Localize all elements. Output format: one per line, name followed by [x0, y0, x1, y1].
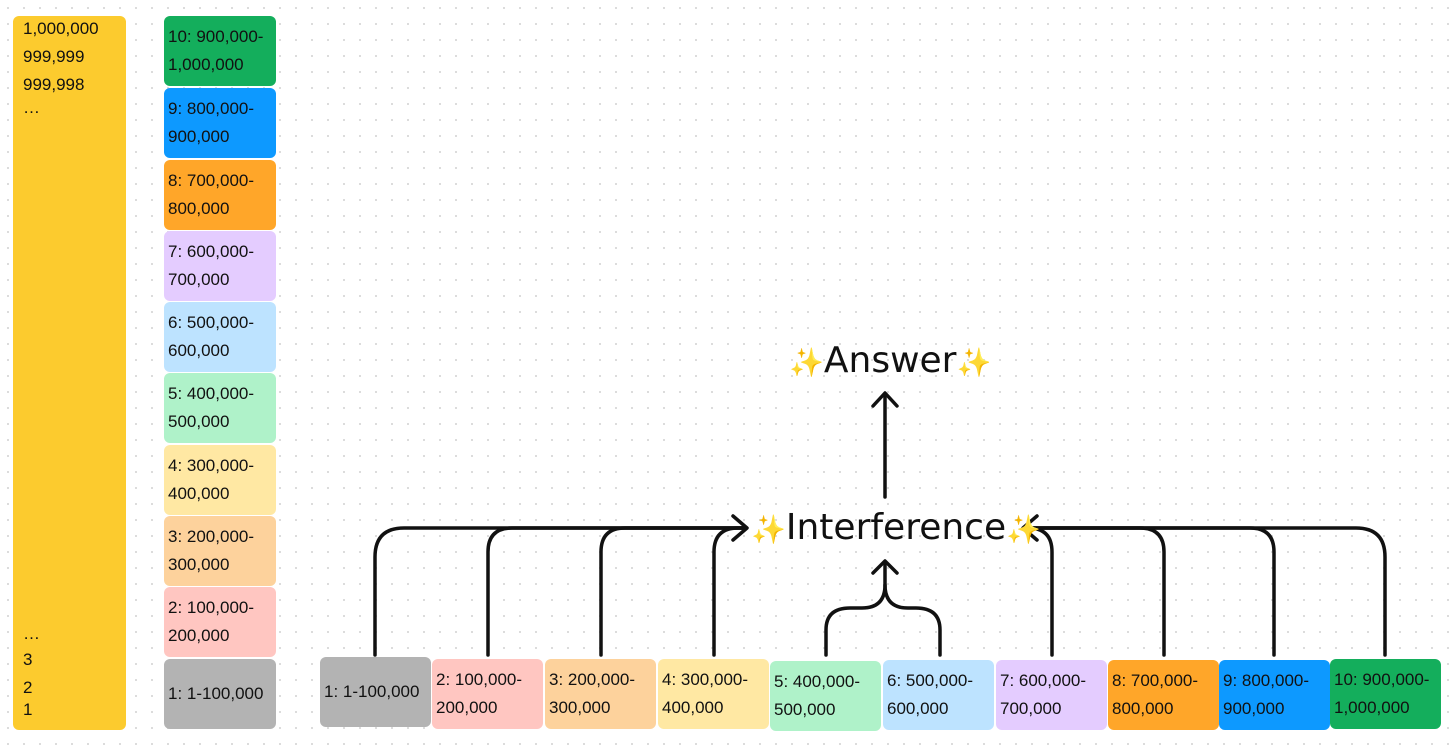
row-chunk-1-line1: 1: 1-100,000 [324, 682, 420, 701]
sparkle-icon: ✨ [1006, 513, 1041, 546]
row-chunk-8-line2: 800,000 [1112, 699, 1174, 718]
list-top-line-1: 1,000,000 [23, 19, 99, 38]
row-chunk-4: 4: 300,000- 400,000 [658, 659, 769, 729]
stack-chunk-4: 4: 300,000- 400,000 [164, 445, 276, 515]
list-bottom-ellipsis: … [23, 624, 40, 643]
row-chunk-6: 6: 500,000- 600,000 [883, 660, 994, 730]
stack-chunk-5: 5: 400,000- 500,000 [164, 373, 276, 443]
stack-chunk-3-line2: 300,000 [168, 555, 230, 574]
stack-chunk-4-line2: 400,000 [168, 484, 230, 503]
stack-chunk-8-line1: 8: 700,000- [168, 171, 255, 190]
row-chunk-9-line1: 9: 800,000- [1223, 671, 1310, 690]
arrowhead-answer [871, 391, 899, 408]
stack-chunk-5-line2: 500,000 [168, 412, 230, 431]
arrow-chunk-4 [712, 526, 747, 657]
row-chunk-7-line1: 7: 600,000- [1000, 671, 1087, 690]
row-chunk-10-line1: 10: 900,000- [1334, 670, 1430, 689]
row-chunk-5-line1: 5: 400,000- [774, 672, 861, 691]
list-bottom-line-1: 1 [23, 700, 33, 719]
sparkle-icon: ✨ [751, 513, 786, 546]
stack-chunk-7-line2: 700,000 [168, 270, 230, 289]
stack-chunk-6-line1: 6: 500,000- [168, 313, 255, 332]
list-bottom-line-3: 3 [23, 650, 33, 669]
arrow-chunk-1 [373, 526, 747, 657]
stack-chunk-7-line1: 7: 600,000- [168, 242, 255, 261]
arrowhead-left [731, 514, 749, 542]
sparkle-icon: ✨ [789, 346, 824, 379]
stack-chunk-8-line2: 800,000 [168, 199, 230, 218]
row-chunk-7: 7: 600,000- 700,000 [996, 660, 1107, 730]
answer-text: Answer [823, 340, 957, 381]
row-chunk-4-line2: 400,000 [662, 698, 724, 717]
row-chunk-3-line1: 3: 200,000- [549, 670, 636, 689]
stack-chunk-9-line1: 9: 800,000- [168, 99, 255, 118]
interference-text: Interference [785, 507, 1007, 548]
row-chunk-5: 5: 400,000- 500,000 [770, 661, 881, 731]
row-chunk-3: 3: 200,000- 300,000 [545, 659, 656, 729]
row-chunk-8-line1: 8: 700,000- [1112, 671, 1199, 690]
row-chunk-2-line1: 2: 100,000- [436, 670, 523, 689]
sparkle-icon: ✨ [956, 346, 992, 379]
interference-label: ✨Interference✨ [751, 508, 1041, 550]
stack-chunk-6-line2: 600,000 [168, 341, 230, 360]
row-chunk-2-line2: 200,000 [436, 698, 498, 717]
arrow-chunk-3 [599, 526, 747, 657]
stack-chunk-4-line1: 4: 300,000- [168, 456, 255, 475]
row-chunk-1: 1: 1-100,000 [320, 657, 431, 727]
list-top-line-2: 999,999 [23, 47, 85, 66]
list-bottom-line-2: 2 [23, 678, 33, 697]
row-chunk-9: 9: 800,000- 900,000 [1219, 660, 1330, 730]
stack-chunk-10: 10: 900,000- 1,000,000 [164, 16, 276, 86]
number-list-column: 1,000,000 999,999 999,998 … … 3 2 1 [13, 16, 126, 730]
row-chunk-6-line1: 6: 500,000- [887, 671, 974, 690]
stack-chunk-3: 3: 200,000- 300,000 [164, 516, 276, 586]
stack-chunk-8: 8: 700,000- 800,000 [164, 160, 276, 230]
stack-chunk-6: 6: 500,000- 600,000 [164, 302, 276, 372]
stack-chunk-7: 7: 600,000- 700,000 [164, 231, 276, 301]
stack-chunk-9: 9: 800,000- 900,000 [164, 88, 276, 158]
row-chunk-10-line2: 1,000,000 [1334, 698, 1410, 717]
stack-chunk-1: 1: 1-100,000 [164, 659, 276, 729]
arrow-chunk-10 [1023, 526, 1387, 657]
row-chunk-4-line1: 4: 300,000- [662, 670, 749, 689]
list-top-ellipsis: … [23, 98, 40, 117]
list-top-line-3: 999,998 [23, 75, 85, 94]
row-chunk-2: 2: 100,000- 200,000 [432, 659, 543, 729]
brace-chunks-5-6-right [883, 583, 942, 657]
arrow-chunk-2 [486, 526, 747, 657]
row-chunk-9-line2: 900,000 [1223, 699, 1285, 718]
arrow-chunk-8 [1023, 526, 1166, 657]
stack-chunk-9-line2: 900,000 [168, 127, 230, 146]
answer-label: ✨Answer✨ [789, 341, 991, 383]
arrow-chunk-9 [1023, 526, 1276, 657]
brace-chunks-5-6 [824, 560, 887, 657]
stack-chunk-10-line2: 1,000,000 [168, 55, 244, 74]
stack-chunk-2: 2: 100,000- 200,000 [164, 587, 276, 657]
stack-chunk-2-line2: 200,000 [168, 626, 230, 645]
row-chunk-10: 10: 900,000- 1,000,000 [1330, 659, 1441, 729]
arrowhead-right [1021, 514, 1039, 542]
stack-chunk-1-line1: 1: 1-100,000 [168, 684, 264, 703]
stack-chunk-5-line1: 5: 400,000- [168, 384, 255, 403]
stack-chunk-2-line1: 2: 100,000- [168, 598, 255, 617]
arrowhead-brace [871, 559, 899, 575]
row-chunk-3-line2: 300,000 [549, 698, 611, 717]
row-chunk-8: 8: 700,000- 800,000 [1108, 660, 1219, 730]
stack-chunk-10-line1: 10: 900,000- [168, 27, 264, 46]
row-chunk-5-line2: 500,000 [774, 700, 836, 719]
row-chunk-7-line2: 700,000 [1000, 699, 1062, 718]
row-chunk-6-line2: 600,000 [887, 699, 949, 718]
stack-chunk-3-line1: 3: 200,000- [168, 527, 255, 546]
